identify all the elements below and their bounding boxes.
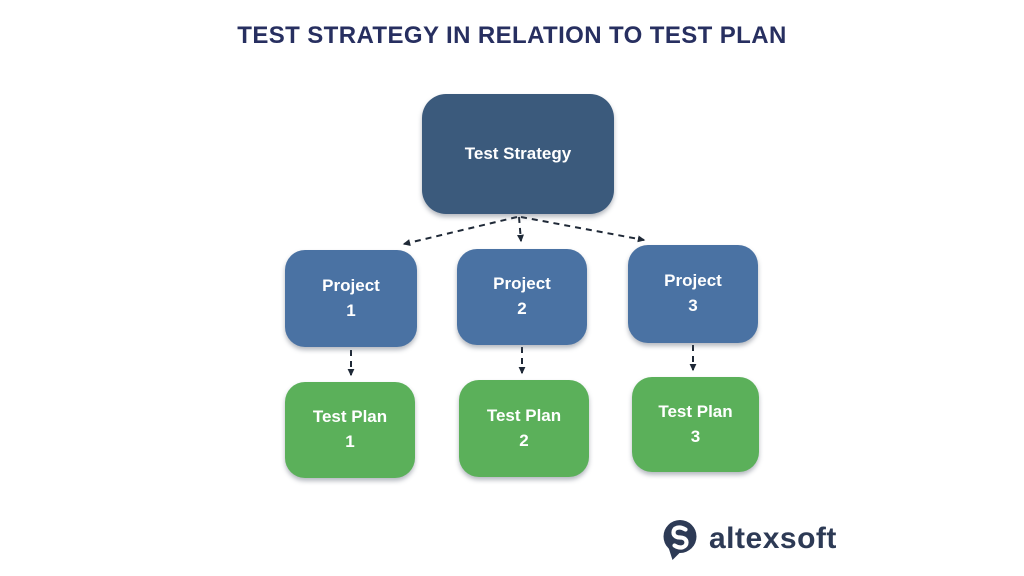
- edge-strategy-project3: [520, 216, 646, 243]
- node-label-line1: Project: [664, 271, 722, 291]
- node-label-line1: Test Plan: [486, 405, 562, 425]
- node-test-plan-3: Test Plan 3: [632, 377, 759, 472]
- node-label-line2: 2: [519, 430, 529, 450]
- edge-strategy-project1: [402, 216, 518, 246]
- node-label-line1: Test Plan: [312, 407, 388, 427]
- node-project-1: Project 1: [285, 250, 417, 347]
- altexsoft-logo-text: altexsoft: [709, 522, 837, 555]
- node-label-line1: Project: [493, 274, 551, 294]
- edge-strategy-project2: [516, 216, 524, 243]
- node-label-line2: 3: [688, 296, 698, 315]
- node-test-plan-1: Test Plan 1: [285, 382, 415, 478]
- altexsoft-logo-icon: [663, 520, 697, 560]
- page-title: TEST STRATEGY IN RELATION TO TEST PLAN: [237, 22, 787, 49]
- node-label-line2: 1: [346, 300, 356, 320]
- node-label-line1: Project: [322, 275, 380, 295]
- node-project-3: Project 3: [628, 245, 758, 343]
- node-test-strategy: Test Strategy: [422, 94, 614, 214]
- node-label-line2: 1: [345, 432, 355, 451]
- node-label-line2: 2: [517, 299, 527, 318]
- node-label: Test Strategy: [464, 143, 572, 163]
- node-label-line2: 3: [690, 426, 701, 446]
- node-label-line1: Test Plan: [658, 401, 733, 421]
- node-test-plan-2: Test Plan 2: [459, 380, 589, 477]
- node-project-2: Project 2: [457, 249, 587, 345]
- altexsoft-logo: altexsoft: [660, 517, 837, 561]
